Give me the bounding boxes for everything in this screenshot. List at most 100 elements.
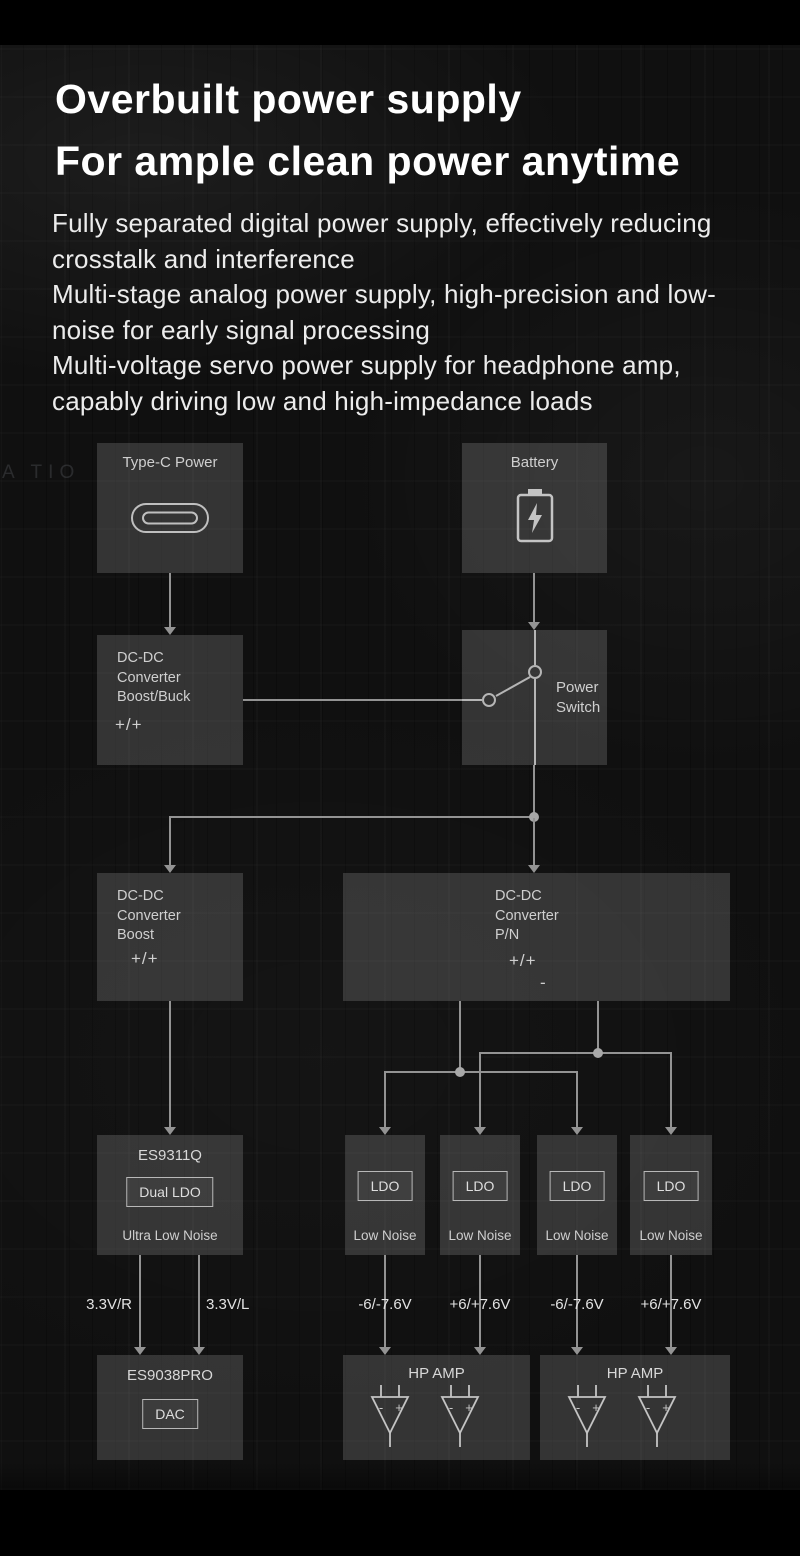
connector-line xyxy=(243,699,462,701)
arrowhead xyxy=(474,1127,486,1135)
rail-label-amp-2: +6/+7.6V xyxy=(449,1296,511,1313)
es9311q-box: ES9311Q Dual LDO Ultra Low Noise xyxy=(97,1135,243,1255)
dcdc-line: Converter xyxy=(495,907,559,924)
dcdc-boost-buck-text: DC-DC Converter Boost/Buck xyxy=(97,635,243,708)
dcdc-pn-box: DC-DC Converter P/N +/+ - xyxy=(343,873,730,1001)
pcb-background xyxy=(0,45,800,1490)
rail-label-amp-1: -6/-7.6V xyxy=(358,1296,412,1313)
arrowhead xyxy=(164,1127,176,1135)
opamp-plus-sign: + xyxy=(395,1400,403,1415)
junction-dot xyxy=(455,1067,465,1077)
ldo-box-1: LDO Low Noise xyxy=(345,1135,425,1255)
battery-label: Battery xyxy=(510,454,559,471)
hp-amp-box-1: HP AMP - + - + xyxy=(343,1355,530,1460)
dcdc-boost-text: DC-DC Converter Boost xyxy=(97,873,243,946)
ldo-subtitle: Low Noise xyxy=(448,1228,512,1243)
dcdc-boost-box: DC-DC Converter Boost +/+ xyxy=(97,873,243,1001)
dcdc-line: Converter xyxy=(117,907,181,924)
polarity-symbol: +/+ xyxy=(509,951,537,970)
connector-line xyxy=(576,1255,578,1347)
feature-paragraph: Multi-stage analog power supply, high-pr… xyxy=(52,279,716,345)
arrowhead xyxy=(134,1347,146,1355)
typec-power-label: Type-C Power xyxy=(122,454,218,471)
dcdc-pn-text: DC-DC Converter P/N xyxy=(343,873,730,946)
arrowhead xyxy=(665,1347,677,1355)
opamp-icons: - + - + xyxy=(370,1385,480,1447)
pcb-marking-text: A TIO xyxy=(2,462,81,483)
connector-line xyxy=(597,1001,599,1053)
polarity-symbol: +/+ xyxy=(115,715,143,734)
arrowhead xyxy=(164,865,176,873)
es9038pro-box: ES9038PRO DAC xyxy=(97,1355,243,1460)
ldo-inner-box: LDO xyxy=(643,1171,699,1201)
ldo-subtitle: Low Noise xyxy=(545,1228,609,1243)
opamp-plus-sign: + xyxy=(592,1400,600,1415)
power-switch-label-line: Switch xyxy=(556,699,601,716)
connector-line xyxy=(479,1052,672,1054)
power-switch-icon xyxy=(462,630,542,765)
arrowhead xyxy=(665,1127,677,1135)
rail-label-dac-right: 3.3V/R xyxy=(86,1296,132,1313)
dcdc-boost-buck-box: DC-DC Converter Boost/Buck +/+ xyxy=(97,635,243,765)
opamp-minus-sign: - xyxy=(646,1400,650,1415)
dual-ldo-inner-box: Dual LDO xyxy=(126,1177,214,1207)
connector-line xyxy=(169,573,171,627)
arrowhead xyxy=(528,865,540,873)
rail-label-amp-3: -6/-7.6V xyxy=(550,1296,604,1313)
connector-line xyxy=(670,1054,672,1127)
connector-line xyxy=(384,1071,578,1073)
polarity-minus-symbol: - xyxy=(540,973,546,992)
connector-line xyxy=(533,765,535,817)
es9311q-subtitle: Ultra Low Noise xyxy=(122,1228,218,1243)
ldo-inner-box: LDO xyxy=(357,1171,413,1201)
ldo-inner-box: LDO xyxy=(549,1171,605,1201)
connector-line xyxy=(576,1073,578,1127)
arrowhead xyxy=(474,1347,486,1355)
page-title-line1: Overbuilt power supply xyxy=(55,76,522,122)
rail-label-dac-left: 3.3V/L xyxy=(206,1296,250,1313)
typec-power-box: Type-C Power xyxy=(97,443,243,573)
connector-line xyxy=(479,1054,481,1127)
connector-line xyxy=(479,1255,481,1347)
ldo-subtitle: Low Noise xyxy=(353,1228,417,1243)
dcdc-line: DC-DC xyxy=(117,650,164,666)
bottom-fade xyxy=(0,1462,800,1556)
power-switch-label-line: Power xyxy=(556,679,599,696)
arrowhead xyxy=(164,627,176,635)
dcdc-line: Converter xyxy=(117,669,181,686)
ldo-inner-box: LDO xyxy=(452,1171,508,1201)
dcdc-line: Boost/Buck xyxy=(117,689,191,705)
battery-icon xyxy=(516,489,553,543)
opamp-plus-sign: + xyxy=(465,1400,473,1415)
connector-line xyxy=(198,1255,200,1347)
page-title-line2: For ample clean power anytime xyxy=(55,138,681,184)
dcdc-line: DC-DC xyxy=(495,888,542,904)
opamp-icons: - + - + xyxy=(567,1385,677,1447)
es9311q-title: ES9311Q xyxy=(138,1147,202,1164)
ldo-box-3: LDO Low Noise xyxy=(537,1135,617,1255)
polarity-symbol: +/+ xyxy=(131,949,159,968)
arrowhead xyxy=(379,1347,391,1355)
top-black-bar xyxy=(0,0,800,45)
opamp-minus-sign: - xyxy=(379,1400,383,1415)
connector-line xyxy=(384,1073,386,1127)
arrowhead xyxy=(379,1127,391,1135)
opamp-plus-sign: + xyxy=(662,1400,670,1415)
ldo-subtitle: Low Noise xyxy=(639,1228,703,1243)
junction-dot xyxy=(529,812,539,822)
dcdc-line: DC-DC xyxy=(117,888,164,904)
dac-inner-box: DAC xyxy=(142,1399,198,1429)
ldo-box-2: LDO Low Noise xyxy=(440,1135,520,1255)
arrowhead xyxy=(571,1347,583,1355)
usb-c-icon-inner xyxy=(142,511,198,525)
connector-line xyxy=(169,1001,171,1127)
connector-line xyxy=(384,1255,386,1347)
rail-label-amp-4: +6/+7.6V xyxy=(640,1296,702,1313)
opamp-minus-sign: - xyxy=(449,1400,453,1415)
connector-line xyxy=(533,818,535,866)
feature-paragraph: Multi-voltage servo power supply for hea… xyxy=(52,350,681,416)
connector-line xyxy=(670,1255,672,1347)
battery-box: Battery xyxy=(462,443,607,573)
power-switch-label: Power Switch xyxy=(556,678,600,718)
